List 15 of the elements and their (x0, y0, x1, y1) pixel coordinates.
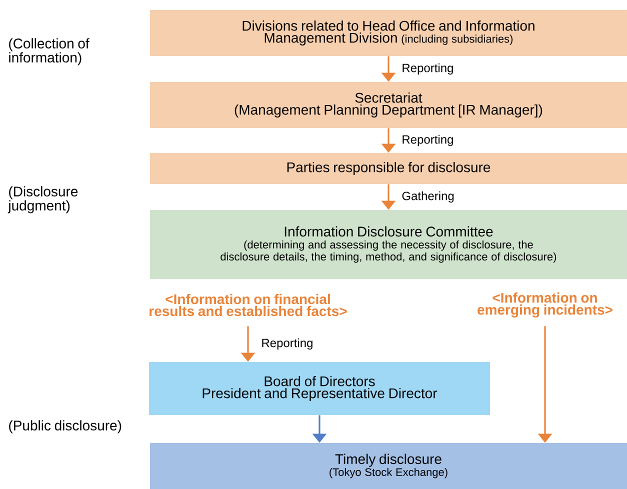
edge-label: Reporting (402, 63, 453, 75)
process-box: Parties responsible for disclosure (150, 153, 627, 184)
board-box: Board of Directors President and Representative Director (149, 362, 490, 415)
edge-label: Reporting (262, 338, 312, 350)
process-box: Secretariat (Management Planning Department [IR Manager]) (150, 82, 627, 128)
stage-label: (Collection of information) (9, 38, 90, 66)
category-heading: <Information on financial results and established facts> (150, 294, 347, 316)
disclosure-box: Timely disclosure (Tokyo Stock Exchange) (150, 443, 627, 489)
edge-label: Reporting (402, 134, 453, 146)
process-box: Divisions related to Head Office and Information Management Division (including subsidiaries) (150, 10, 627, 56)
category-heading: <Information on emerging incidents> (478, 292, 612, 318)
stage-label: (Disclosure judgment) (8, 186, 78, 214)
stage-label: (Public disclosure) (9, 420, 122, 434)
committee-box: Information Disclosure Committee (determining and assessing the necessity of disclosure, the disclosure details, the timing, method, and significance of disclosure) (150, 210, 627, 279)
edge-label: Gathering (402, 191, 454, 203)
